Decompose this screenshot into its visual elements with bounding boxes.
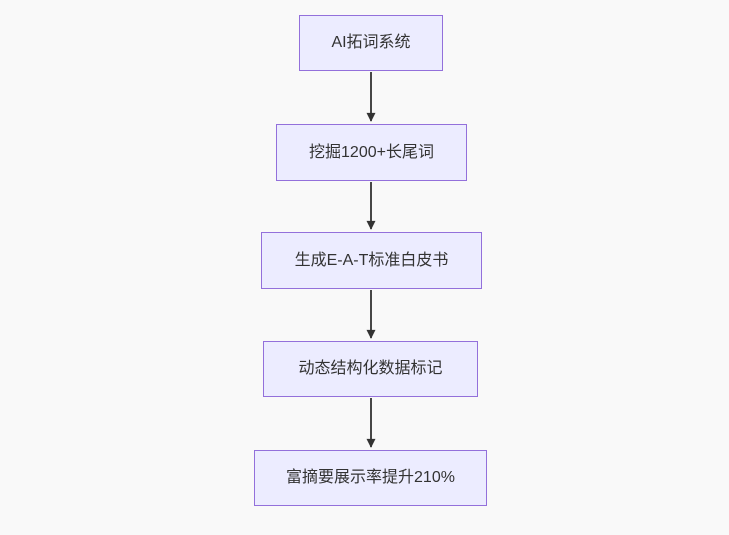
- node-label: AI拓词系统: [331, 34, 411, 52]
- node-label: 挖掘1200+长尾词: [309, 143, 434, 161]
- node-label: 动态结构化数据标记: [298, 360, 443, 378]
- flowchart-node-ai-word-expansion: AI拓词系统: [299, 15, 443, 71]
- flowchart-node-longtail-mining: 挖掘1200+长尾词: [276, 124, 467, 181]
- node-label: 富摘要展示率提升210%: [286, 469, 455, 487]
- node-label: 生成E-A-T标准白皮书: [294, 251, 449, 269]
- flowchart-node-structured-data-markup: 动态结构化数据标记: [263, 341, 478, 397]
- flowchart-node-eat-whitepaper: 生成E-A-T标准白皮书: [261, 232, 482, 289]
- flowchart-node-rich-snippet-uplift: 富摘要展示率提升210%: [254, 450, 487, 506]
